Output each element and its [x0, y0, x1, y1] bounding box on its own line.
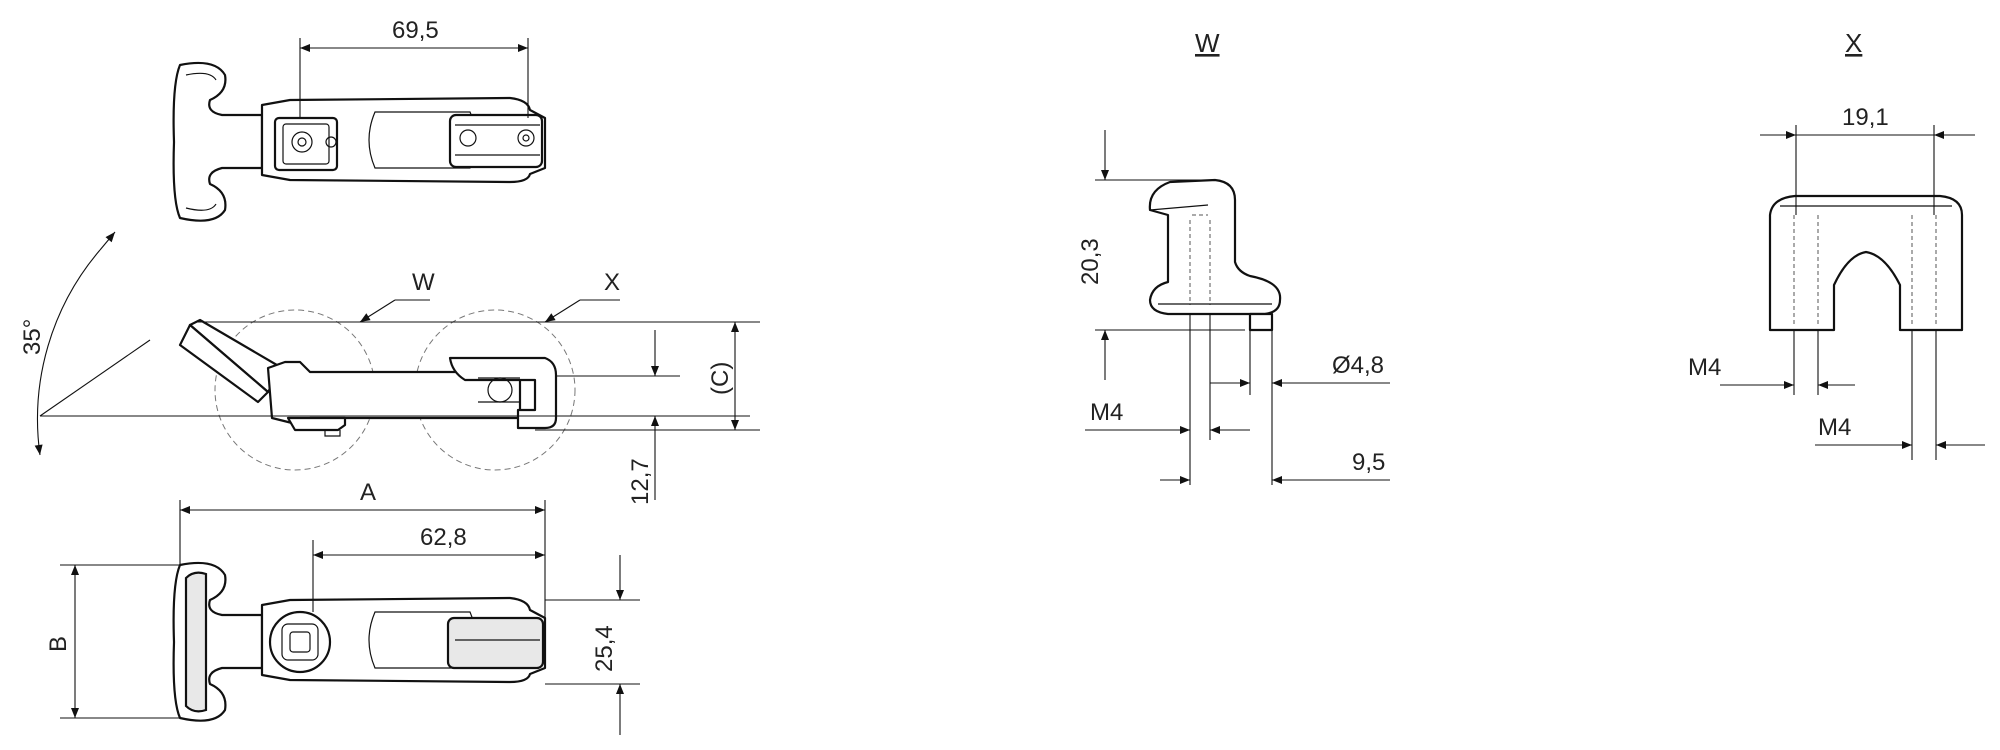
dim-side: 35° W X (C) 12,7 [19, 231, 760, 505]
view-w-height-label: 20,3 [1077, 238, 1104, 285]
view-x-thread-left-label: M4 [1688, 354, 1721, 381]
latch-bottom-view [172, 561, 547, 722]
dim-top-width: 69,5 [299, 17, 529, 118]
dim-c-label: (C) [707, 362, 734, 395]
dim-top-width-label: 69,5 [392, 17, 439, 44]
view-w-diameter-label: Ø4,8 [1332, 352, 1384, 379]
detail-view-x: X 19,1 M4 M4 [1688, 28, 1985, 460]
dim-strap-label: 25,4 [591, 625, 618, 672]
view-w-offset-label: 9,5 [1352, 449, 1385, 476]
latch-top-view [172, 61, 547, 222]
view-x-title: X [1845, 28, 1862, 58]
view-x-thread-right-label: M4 [1818, 414, 1851, 441]
view-x-width-label: 19,1 [1842, 104, 1889, 131]
dim-pitch-label: 62,8 [420, 524, 467, 551]
detail-view-w: W 20,3 Ø4,8 M4 9,5 [1077, 28, 1390, 485]
view-w-thread-label: M4 [1090, 399, 1123, 426]
dim-bottom: A 62,8 B 25,4 [45, 479, 640, 735]
view-w-title: W [1195, 28, 1220, 58]
dim-offset-label: 12,7 [627, 458, 654, 505]
dim-angle-label: 35° [19, 319, 46, 355]
leader-x-label: X [604, 269, 620, 296]
dim-b-label: B [45, 636, 72, 652]
latch-side-view [178, 309, 576, 471]
dim-a-label: A [360, 479, 376, 506]
leader-w-label: W [412, 269, 435, 296]
